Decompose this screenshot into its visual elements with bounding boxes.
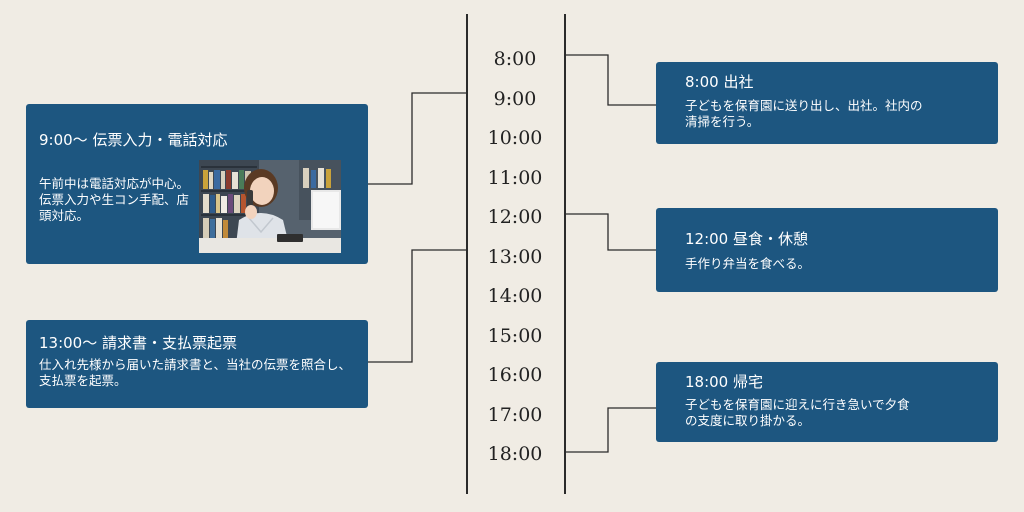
time-label: 17:00	[487, 403, 543, 426]
connector-8am	[565, 54, 656, 106]
connector-9am	[368, 92, 467, 185]
card-body: 子どもを保育園に迎えに行き急いで夕食の支度に取り掛かる。	[685, 397, 910, 428]
timeline-hours: 8:00 9:00 10:00 11:00 12:00 13:00 14:00 …	[467, 40, 563, 475]
time-label: 10:00	[487, 127, 543, 149]
card-body: 手作り弁当を食べる。	[685, 256, 811, 271]
timeline-left-line	[466, 14, 468, 494]
card-body: 午前中は電話対応が中心。伝票入力や生コン手配、店頭対応。	[39, 176, 190, 223]
connector-18pm	[565, 407, 656, 453]
timeline-right-line	[564, 14, 566, 494]
card-title: 12:00 昼食・休憩	[685, 230, 808, 248]
card-title: 18:00 帰宅	[685, 373, 763, 391]
time-label: 13:00	[487, 245, 543, 268]
card-title: 13:00〜 請求書・支払票起票	[39, 334, 237, 352]
time-label: 15:00	[487, 324, 543, 347]
time-label: 14:00	[487, 285, 543, 307]
time-label: 9:00	[493, 87, 537, 110]
connector-13pm	[368, 249, 467, 363]
time-label: 8:00	[493, 48, 537, 70]
office-worker-photo	[199, 160, 341, 253]
time-label: 11:00	[487, 166, 543, 189]
office-worker-illustration	[199, 160, 341, 253]
time-label: 16:00	[487, 364, 543, 386]
time-label: 18:00	[487, 443, 543, 465]
card-8am-arrive: 8:00 出社 子どもを保育園に送り出し、出社。社内の清掃を行う。	[656, 62, 998, 144]
card-title: 9:00〜 伝票入力・電話対応	[39, 131, 228, 149]
card-18pm-home: 18:00 帰宅 子どもを保育園に迎えに行き急いで夕食の支度に取り掛かる。	[656, 362, 998, 442]
card-13pm-invoice: 13:00〜 請求書・支払票起票 仕入れ先様から届いた請求書と、当社の伝票を照合…	[26, 320, 368, 408]
time-label: 12:00	[487, 206, 543, 228]
card-body: 仕入れ先様から届いた請求書と、当社の伝票を照合し、支払票を起票。	[39, 357, 352, 388]
card-body: 子どもを保育園に送り出し、出社。社内の清掃を行う。	[685, 98, 923, 129]
card-title: 8:00 出社	[685, 73, 754, 91]
card-12pm-lunch: 12:00 昼食・休憩 手作り弁当を食べる。	[656, 208, 998, 292]
connector-12pm	[565, 213, 656, 251]
